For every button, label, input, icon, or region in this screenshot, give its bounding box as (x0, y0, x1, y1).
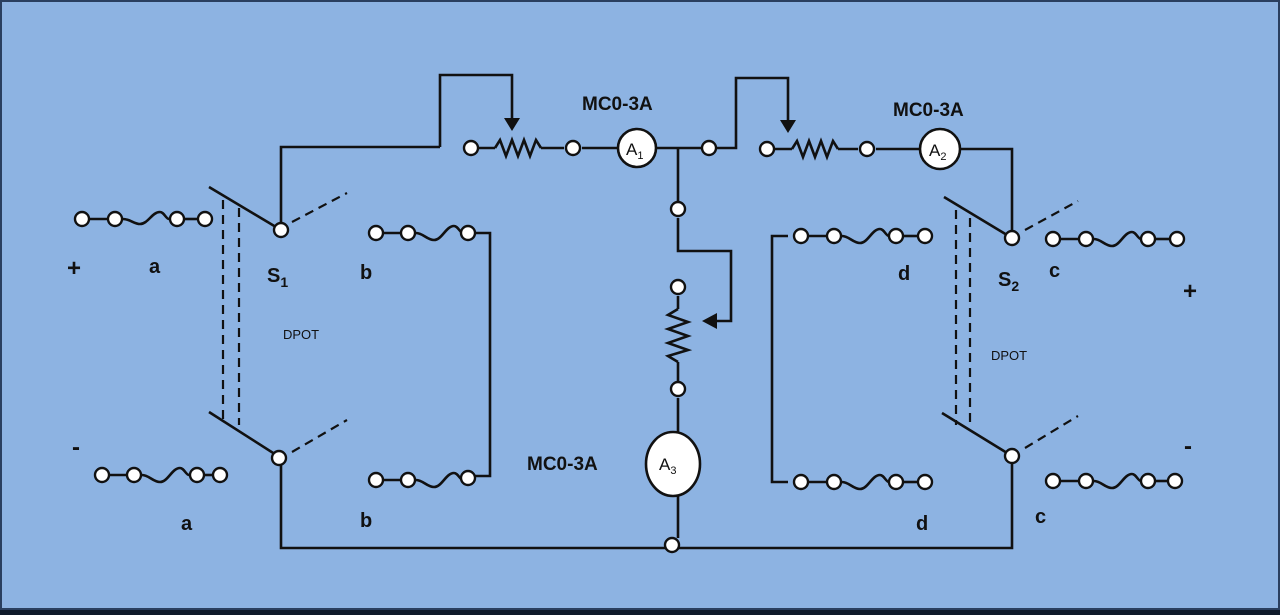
s2-upper-blade (943, 195, 1013, 240)
s2-lower-blade (941, 411, 1013, 458)
d-bottom-label: d (916, 513, 928, 535)
s1-lower-pole-terminal (270, 449, 288, 467)
s2-top-wire (960, 147, 1014, 230)
plus-left-label: + (67, 255, 81, 282)
fuse-c-top (1044, 230, 1186, 248)
s2-label: S2 (998, 269, 1019, 294)
s2-upper-dash (1024, 200, 1079, 231)
s1-upper-blade (208, 185, 282, 232)
fuse-d-bottom (792, 473, 934, 491)
s2-lower-pole-terminal (1003, 447, 1021, 465)
minus-right-label: - (1184, 433, 1192, 460)
a-top-label: a (149, 256, 161, 278)
b-top-label: b (360, 262, 372, 284)
meter3-rating-label: MC0-3A (527, 454, 598, 475)
rheostat1-zigzag (493, 136, 543, 160)
rheostat3-arrow-icon (702, 313, 717, 329)
b-bottom-label: b (360, 510, 372, 532)
svg-text:A3: A3 (659, 455, 676, 477)
c-bottom-label: c (1035, 506, 1046, 528)
ammeter-a3: A3 (644, 430, 702, 498)
dpot-left-label: DPOT (283, 327, 319, 342)
meter1-rating-label: MC0-3A (582, 94, 653, 115)
text-labels: MC0-3A MC0-3A MC0-3A + - + - a a b b d d… (67, 94, 1197, 535)
s1-lower-blade (208, 410, 282, 460)
rheostat2-zigzag (790, 137, 840, 161)
b-loop-wire (475, 231, 492, 478)
rheostat1-arrow-icon (504, 118, 520, 131)
fuse-b-bottom (367, 469, 477, 489)
fuse-a-top (73, 210, 214, 228)
svg-text:A2: A2 (929, 141, 946, 163)
fuse-d-top (792, 227, 934, 245)
bottom-rail (279, 463, 1014, 550)
rheostat-terminals (462, 139, 876, 554)
fuse-c-bottom (1044, 472, 1184, 490)
s2-upper-pole-terminal (1003, 229, 1021, 247)
minus-left-label: - (72, 434, 80, 461)
dpot-right-label: DPOT (991, 348, 1027, 363)
s1-top-wire (279, 145, 440, 230)
plus-right-label: + (1183, 278, 1197, 305)
rheostat1-wiper-loop (438, 73, 514, 147)
rheostat3-wiper-wire (676, 218, 733, 323)
ammeter-a2: A2 (918, 127, 962, 171)
d-loop-wire (770, 234, 788, 484)
fuse-a-bottom (93, 466, 229, 484)
s1-upper-dash (291, 192, 348, 223)
c-top-label: c (1049, 260, 1060, 282)
ammeter-a1: A1 (616, 127, 658, 169)
s2-lower-dash (1024, 415, 1079, 449)
s1-upper-pole-terminal (272, 221, 290, 239)
main-wiring (279, 73, 1014, 550)
a-bottom-label: a (181, 513, 193, 535)
switch-s1 (208, 185, 348, 467)
rheostat2-wiper-loop (716, 76, 790, 150)
s1-label: S1 (267, 265, 288, 290)
s1-lower-dash (291, 419, 348, 453)
rheostat3-zigzag (664, 307, 693, 364)
svg-text:A1: A1 (626, 140, 643, 162)
meter2-rating-label: MC0-3A (893, 100, 964, 121)
switch-s2 (941, 195, 1079, 465)
fuse-b-top (367, 224, 477, 242)
d-top-label: d (898, 263, 910, 285)
rheostat2-arrow-icon (780, 120, 796, 133)
